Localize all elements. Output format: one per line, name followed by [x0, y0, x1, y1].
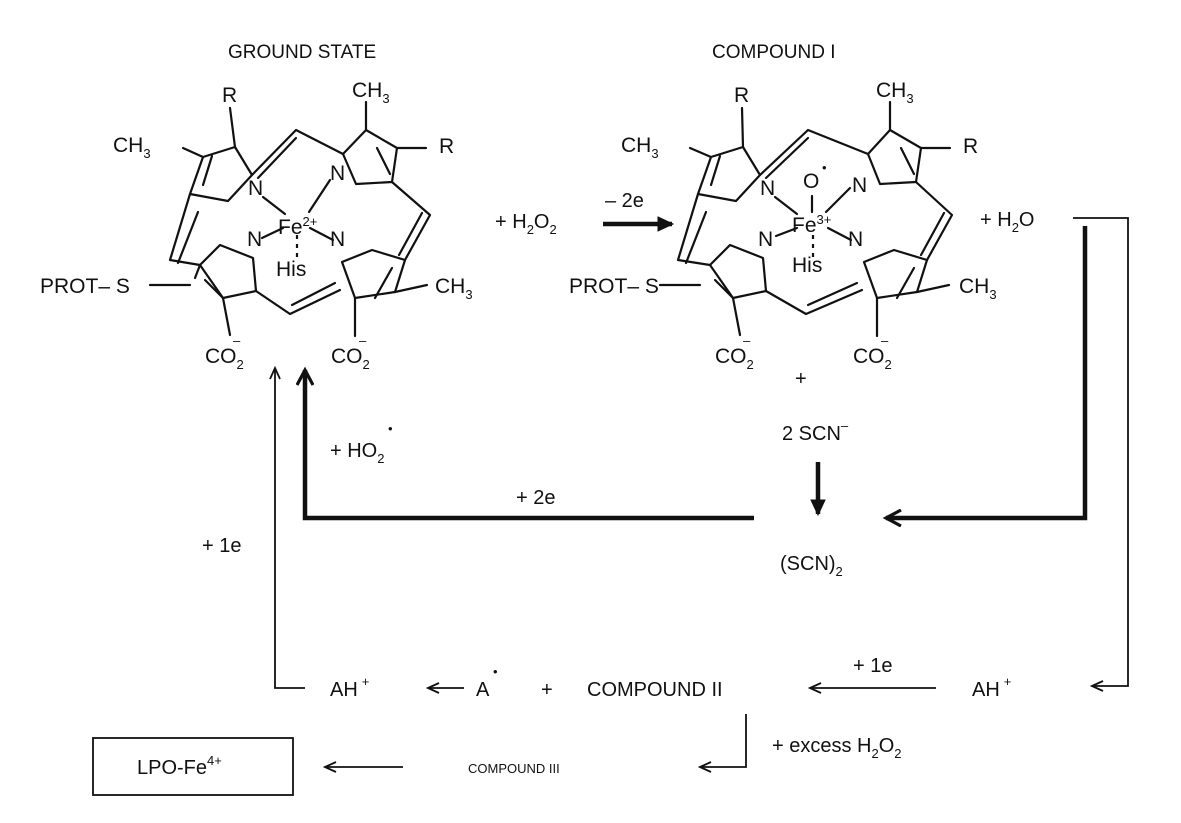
- plus-1e-right-label: + 1e: [853, 655, 892, 677]
- svg-text:2 SCN–: 2 SCN–: [782, 418, 849, 445]
- ring-bottom-left: [198, 243, 258, 300]
- svg-text:(SCN)2: (SCN)2: [780, 553, 843, 579]
- plus-1e-left-label: + 1e: [202, 535, 241, 557]
- ah-left-label: AH: [330, 679, 358, 701]
- arrow-h2o-to-scn2: [886, 226, 1088, 518]
- plus-ho2-label: + HO: [330, 440, 377, 462]
- c1-ring-bottom-left: [708, 243, 768, 300]
- a-radical-dot: •: [493, 664, 498, 679]
- gs-n-top-left: N: [248, 177, 263, 200]
- gs-fe: Fe: [278, 216, 303, 239]
- ring-top-left: [188, 145, 254, 203]
- plus-2e-label: + 2e: [516, 487, 555, 509]
- c1-ring-top-right: [866, 128, 923, 186]
- svg-text:CH3: CH3: [621, 134, 659, 161]
- c1-n-top-right: N: [852, 174, 867, 197]
- c1-o: O: [803, 170, 819, 193]
- c1-ring-bottom-right: [862, 248, 929, 300]
- plus-h2o-label: + H: [980, 209, 1012, 231]
- ho2-radical-dot: •: [388, 421, 393, 436]
- two-scn-label: 2 SCN: [782, 423, 841, 445]
- c1-co2-right: CO: [853, 345, 885, 368]
- compound-iii-label: COMPOUND III: [468, 761, 560, 776]
- c1-r-top: R: [734, 84, 749, 107]
- svg-text:AH+: AH+: [330, 674, 369, 701]
- svg-text:–: –: [233, 333, 241, 348]
- c1-prot-s: PROT– S: [569, 275, 659, 298]
- c1-ch3-left: CH: [621, 134, 651, 157]
- lpo-label: LPO-Fe: [137, 757, 207, 779]
- lpo-box: [92, 737, 294, 796]
- svg-text:AH+: AH+: [972, 674, 1011, 701]
- ring-bottom-right: [340, 248, 407, 300]
- arrow-scn2-to-ground: [305, 370, 754, 521]
- minus-2e-label: – 2e: [605, 190, 644, 212]
- arrow-ah-to-ground: [275, 368, 305, 689]
- svg-text:+ H2O2: + H2O2: [495, 211, 557, 237]
- gs-prot-s: PROT– S: [40, 275, 130, 298]
- c1-co2-left: CO: [715, 345, 747, 368]
- gs-n-bottom-right: N: [330, 228, 345, 251]
- c1-r-right: R: [963, 135, 978, 158]
- plus-mid: +: [541, 679, 553, 701]
- c1-n-bottom-left: N: [758, 228, 773, 251]
- svg-text:CO2: CO2: [853, 345, 892, 372]
- gs-his: His: [276, 258, 306, 281]
- svg-text:CH3: CH3: [113, 134, 151, 161]
- svg-text:–: –: [881, 333, 889, 348]
- gs-r-top: R: [222, 84, 237, 107]
- svg-text:+ H2O: + H2O: [980, 209, 1034, 235]
- excess-h2o2-label: + excess H: [772, 735, 871, 757]
- ground-state-porphyrin: [148, 100, 432, 338]
- c1-n-bottom-right: N: [848, 228, 863, 251]
- gs-co2-left: CO: [205, 345, 237, 368]
- svg-text:Fe3+: Fe3+: [792, 212, 831, 237]
- gs-n-top-right: N: [330, 162, 345, 185]
- svg-text:–: –: [359, 333, 367, 348]
- a-radical-label: A: [476, 679, 490, 701]
- compound-i-title: COMPOUND I: [712, 42, 836, 63]
- c1-n-top-left: N: [760, 177, 775, 200]
- c1-ring-top-left: [696, 145, 762, 203]
- c1-ch3-right: CH: [959, 275, 989, 298]
- svg-text:LPO-Fe4+: LPO-Fe4+: [137, 753, 222, 779]
- arrow-h2o-to-ah-right: [1073, 217, 1129, 686]
- svg-text:CH3: CH3: [435, 275, 473, 302]
- svg-text:CO2: CO2: [715, 345, 754, 372]
- svg-text:Fe2+: Fe2+: [278, 214, 317, 239]
- c1-his: His: [792, 254, 822, 277]
- gs-ch3-left: CH: [113, 134, 143, 157]
- svg-text:–: –: [743, 333, 751, 348]
- gs-co2-right: CO: [331, 345, 363, 368]
- plus-scn: +: [795, 368, 807, 390]
- svg-text:CO2: CO2: [205, 345, 244, 372]
- svg-text:CH3: CH3: [876, 79, 914, 106]
- compound-ii-label: COMPOUND II: [587, 679, 723, 701]
- gs-n-bottom-left: N: [247, 228, 262, 251]
- ground-state-title: GROUND STATE: [228, 42, 376, 63]
- gs-ch3-top: CH: [352, 79, 382, 102]
- ah-right-label: AH: [972, 679, 1000, 701]
- gs-r-right: R: [439, 135, 454, 158]
- c1-o-radical: •: [822, 160, 827, 175]
- svg-text:+ excess H2O2: + excess H2O2: [772, 735, 902, 761]
- svg-text:CO2: CO2: [331, 345, 370, 372]
- c1-fe: Fe: [792, 214, 817, 237]
- scn2-label: (SCN): [780, 553, 836, 575]
- svg-text:+ HO2: + HO2: [330, 440, 384, 466]
- svg-text:CH3: CH3: [959, 275, 997, 302]
- c1-ch3-top: CH: [876, 79, 906, 102]
- gs-ch3-right: CH: [435, 275, 465, 298]
- ring-top-right: [341, 128, 399, 186]
- plus-h2o2-label: + H: [495, 211, 527, 233]
- svg-text:O: O: [803, 170, 819, 193]
- arrow-compound-ii-to-iii: [700, 714, 747, 767]
- compound-i-porphyrin: [658, 100, 954, 338]
- svg-text:CH3: CH3: [352, 79, 390, 106]
